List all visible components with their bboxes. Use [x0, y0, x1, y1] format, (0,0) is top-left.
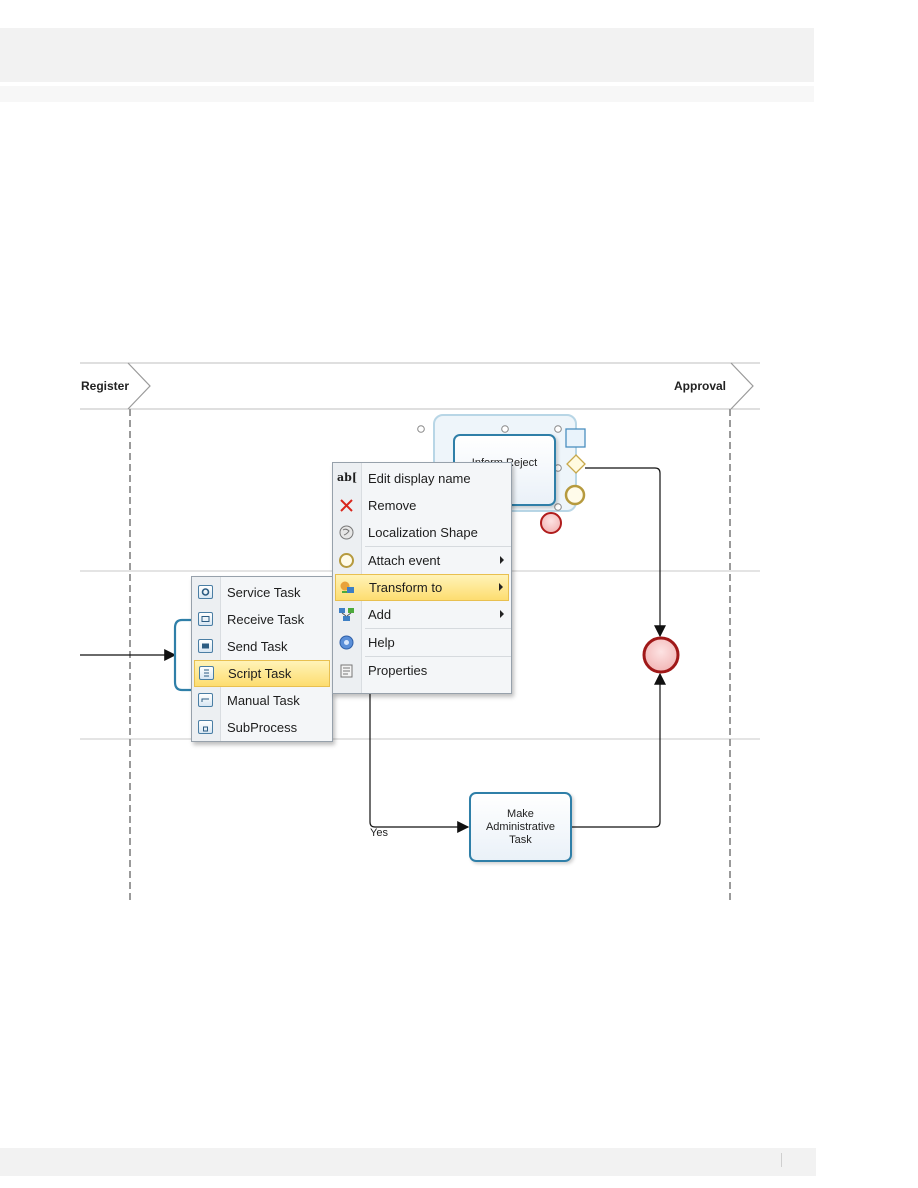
submenu-arrow-icon	[499, 583, 503, 591]
menu-item-properties[interactable]: Properties	[333, 657, 511, 684]
submenu-arrow-icon	[500, 556, 504, 564]
menu-item-attach-event[interactable]: Attach event	[333, 547, 511, 574]
menu-separator	[365, 628, 511, 629]
transform-submenu[interactable]: Service Task Receive Task Send Task Scri…	[191, 576, 333, 742]
menu-separator	[365, 546, 511, 547]
text-edit-icon: ab[	[337, 471, 358, 484]
menu-item-transform-to[interactable]: Transform to	[335, 574, 509, 601]
globe-icon	[338, 524, 355, 541]
top-bar	[0, 28, 814, 82]
menu-item-edit-display-name[interactable]: ab[ Edit display name	[337, 471, 471, 486]
menu-item-add[interactable]: Add	[333, 601, 511, 628]
lane-header-approval: Approval	[674, 379, 727, 393]
transform-icon	[339, 579, 356, 596]
subprocess-icon	[198, 720, 213, 734]
menu-item-script-task[interactable]: Script Task	[194, 660, 330, 687]
service-task-icon	[198, 585, 213, 599]
menu-item-send-task[interactable]: Send Task	[192, 633, 332, 660]
bottom-bar	[0, 1148, 816, 1176]
receive-task-icon	[198, 612, 213, 626]
bottom-bar-divider	[781, 1153, 782, 1167]
flow-label-yes: Yes	[370, 827, 388, 839]
menu-item-manual-task[interactable]: Manual Task	[192, 687, 332, 714]
task-make-administrative[interactable]: Make Administrative Task	[469, 792, 572, 862]
manual-task-icon	[198, 693, 213, 707]
menu-item-subprocess[interactable]: SubProcess	[192, 714, 332, 741]
menu-item-service-task[interactable]: Service Task	[192, 579, 332, 606]
context-menu[interactable]: ab[ Edit display name Remove Localizatio…	[332, 462, 512, 694]
menu-item-help[interactable]: Help	[333, 629, 511, 656]
event-ring-icon	[338, 552, 355, 569]
help-icon	[338, 634, 355, 651]
menu-separator	[365, 656, 511, 657]
remove-icon	[338, 497, 355, 514]
send-task-icon	[198, 639, 213, 653]
add-shapes-icon	[338, 606, 355, 623]
submenu-arrow-icon	[500, 610, 504, 618]
properties-icon	[338, 662, 355, 679]
top-bar-strip	[0, 86, 814, 102]
menu-item-remove[interactable]: Remove	[333, 492, 511, 519]
lane-header-register: Register	[81, 379, 130, 393]
menu-item-receive-task[interactable]: Receive Task	[192, 606, 332, 633]
task-label: Make Administrative Task	[485, 807, 556, 846]
menu-item-localization-shape[interactable]: Localization Shape	[333, 519, 511, 546]
script-task-icon	[199, 666, 214, 680]
